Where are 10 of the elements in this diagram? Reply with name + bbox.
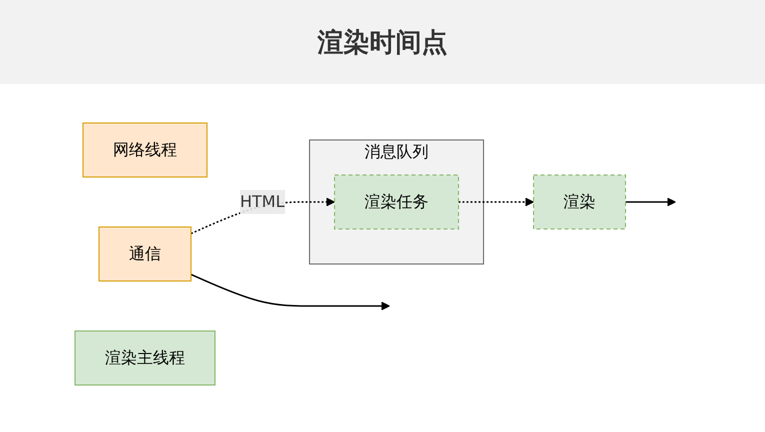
node-box: 网络线程 xyxy=(82,122,208,178)
arrow xyxy=(458,198,534,206)
edge-label: HTML xyxy=(240,192,285,211)
node-box: 通信 xyxy=(98,226,192,282)
node-box: 渲染主线程 xyxy=(74,330,216,386)
arrow xyxy=(626,198,676,206)
arrow xyxy=(190,274,390,310)
node-box: 渲染任务 xyxy=(334,174,460,230)
diagram-title: 渲染时间点 xyxy=(0,0,765,84)
node-box: 渲染 xyxy=(533,174,626,230)
